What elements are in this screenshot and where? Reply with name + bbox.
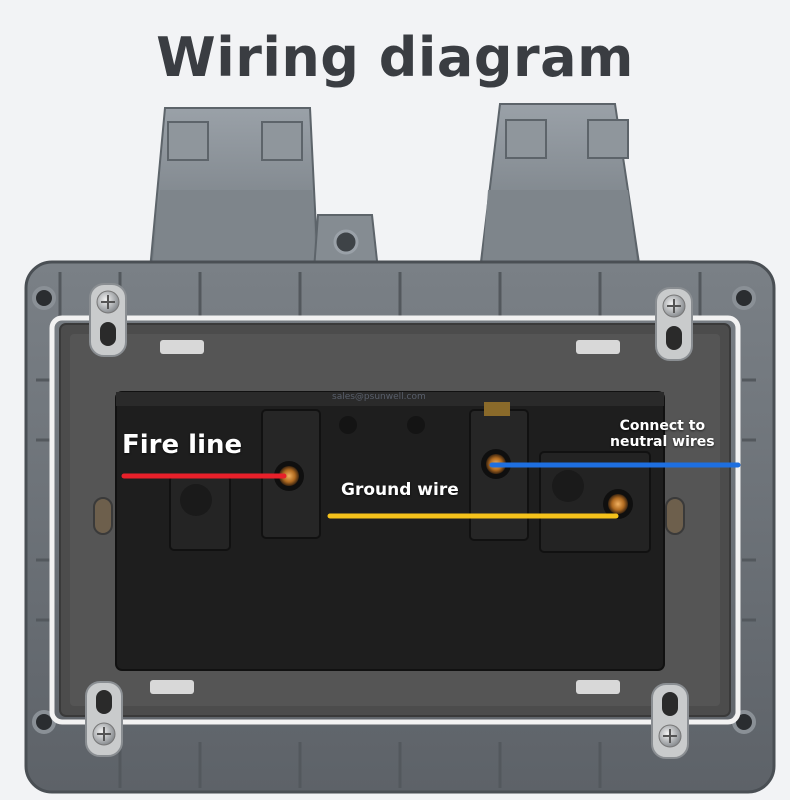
ground-terminal bbox=[603, 489, 633, 519]
housing-corner-holes bbox=[32, 286, 756, 734]
neutral-label-line2: neutral wires bbox=[610, 434, 715, 450]
housing-ribs bbox=[36, 272, 756, 788]
neutral-wires-label: Connect to neutral wires bbox=[610, 418, 715, 450]
left-hinge-cover bbox=[148, 107, 320, 271]
ground-wire-label: Ground wire bbox=[341, 480, 459, 500]
top-right-bracket bbox=[655, 287, 693, 361]
fire-terminal bbox=[274, 461, 304, 491]
bottom-right-bracket bbox=[651, 683, 689, 759]
page-title: Wiring diagram bbox=[156, 26, 634, 89]
bottom-left-bracket bbox=[85, 681, 123, 757]
center-mount-tab bbox=[312, 214, 380, 271]
white-gasket bbox=[49, 315, 741, 725]
top-left-bracket bbox=[89, 283, 127, 357]
fire-line-label: Fire line bbox=[122, 430, 243, 460]
neutral-label-line1: Connect to bbox=[619, 418, 706, 434]
right-hinge-cover bbox=[478, 103, 642, 271]
watermark-text: sales@psunwell.com bbox=[332, 392, 426, 402]
faceplate-slots bbox=[93, 340, 685, 694]
